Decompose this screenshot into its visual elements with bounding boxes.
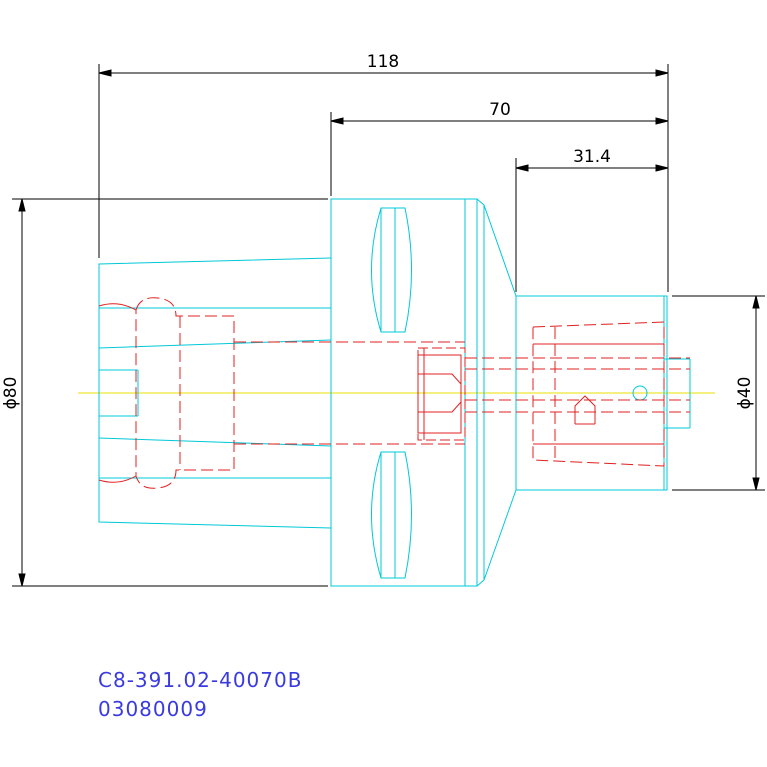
part-number: C8-391.02-40070B: [98, 668, 303, 692]
dim-nose-length: 31.4: [573, 147, 611, 167]
drive-slot-top: [371, 207, 412, 333]
nose-body: [515, 295, 668, 491]
dim-overall-length: 118: [367, 52, 399, 72]
shank-outline: [98, 257, 332, 529]
dim-shank-to-end: 70: [489, 100, 511, 120]
drive-slot-bottom: [371, 451, 412, 579]
dim-nose-diameter: ϕ40: [735, 377, 755, 410]
dimension-lines: [12, 64, 765, 587]
flange-body: [330, 198, 478, 587]
dim-body-diameter: ϕ80: [1, 377, 21, 410]
part-code: 03080009: [98, 697, 208, 721]
hidden-lines: [98, 297, 690, 489]
